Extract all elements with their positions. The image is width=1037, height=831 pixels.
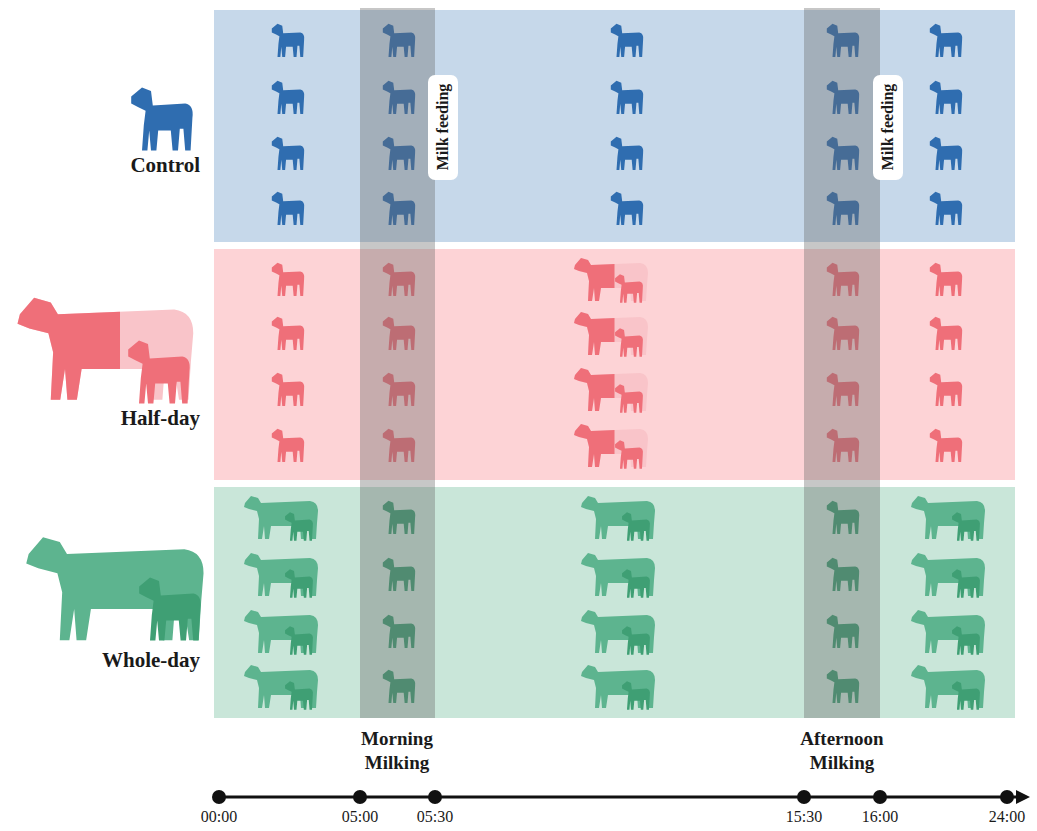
cow-icon bbox=[18, 298, 194, 400]
calf-icon bbox=[272, 137, 304, 170]
calf-icon bbox=[272, 263, 304, 296]
calf-icon bbox=[272, 192, 304, 225]
cow-icon bbox=[26, 537, 203, 640]
calf-icon bbox=[622, 512, 650, 541]
afternoon-milking-strip bbox=[804, 8, 880, 718]
milk-feeding-label: Milk feeding bbox=[879, 84, 897, 171]
calf-icon bbox=[131, 87, 193, 150]
calf-icon bbox=[611, 137, 643, 170]
calf-icon bbox=[952, 512, 980, 541]
group-label: Half-day bbox=[121, 406, 200, 431]
calf-icon bbox=[930, 137, 962, 170]
group-label: Whole-day bbox=[102, 648, 200, 673]
half-day-band bbox=[214, 249, 1015, 480]
time-label: 05:00 bbox=[342, 808, 378, 826]
calf-icon bbox=[622, 681, 650, 710]
calf-icon bbox=[128, 340, 190, 403]
calf-icon bbox=[952, 626, 980, 655]
control-band bbox=[214, 10, 1015, 242]
milk-feeding-box: Milk feeding bbox=[428, 75, 458, 180]
milk-feeding-label: Milk feeding bbox=[434, 84, 452, 171]
calf-icon bbox=[615, 384, 643, 413]
calf-icon bbox=[930, 429, 962, 462]
cow-half-clip bbox=[18, 298, 194, 400]
half-day-band: Half-day bbox=[214, 249, 1015, 480]
timeline-axis bbox=[219, 796, 1022, 799]
calf-icon bbox=[930, 81, 962, 114]
calf-icon bbox=[611, 24, 643, 57]
calf-icon bbox=[615, 440, 643, 469]
calf-icon bbox=[615, 274, 643, 303]
calf-icon bbox=[930, 317, 962, 350]
time-label: 15:30 bbox=[786, 808, 822, 826]
calf-icon bbox=[285, 681, 313, 710]
cow-icon bbox=[18, 298, 194, 400]
calf-icon bbox=[285, 569, 313, 598]
control-band: ControlMilk feedingMilk feeding bbox=[214, 10, 1015, 242]
milking-label: Morning Milking bbox=[337, 727, 457, 775]
timeline-arrowhead bbox=[1016, 790, 1030, 804]
group-label: Control bbox=[130, 153, 200, 178]
calf-icon bbox=[622, 626, 650, 655]
calf-icon bbox=[272, 81, 304, 114]
calf-icon bbox=[930, 24, 962, 57]
calf-icon bbox=[272, 24, 304, 57]
calf-icon bbox=[272, 317, 304, 350]
milking-label: Afternoon Milking bbox=[782, 727, 902, 775]
calf-icon bbox=[272, 429, 304, 462]
time-label: 24:00 bbox=[989, 808, 1025, 826]
calf-icon bbox=[611, 192, 643, 225]
time-label: 16:00 bbox=[862, 808, 898, 826]
calf-icon bbox=[930, 192, 962, 225]
calf-icon bbox=[930, 263, 962, 296]
calf-icon bbox=[622, 569, 650, 598]
calf-icon bbox=[952, 681, 980, 710]
calf-icon bbox=[611, 81, 643, 114]
morning-milking-strip bbox=[360, 8, 435, 718]
milk-feeding-box: Milk feeding bbox=[873, 75, 903, 180]
calf-icon bbox=[930, 373, 962, 406]
time-label: 00:00 bbox=[201, 808, 237, 826]
whole-day-band: Whole-day bbox=[214, 487, 1015, 718]
whole-day-band bbox=[214, 487, 1015, 718]
calf-icon bbox=[285, 626, 313, 655]
calf-icon bbox=[952, 569, 980, 598]
calf-icon bbox=[139, 577, 201, 640]
time-label: 05:30 bbox=[417, 808, 453, 826]
calf-icon bbox=[285, 512, 313, 541]
calf-icon bbox=[615, 328, 643, 357]
calf-icon bbox=[272, 373, 304, 406]
timeline-dots bbox=[212, 790, 1014, 804]
